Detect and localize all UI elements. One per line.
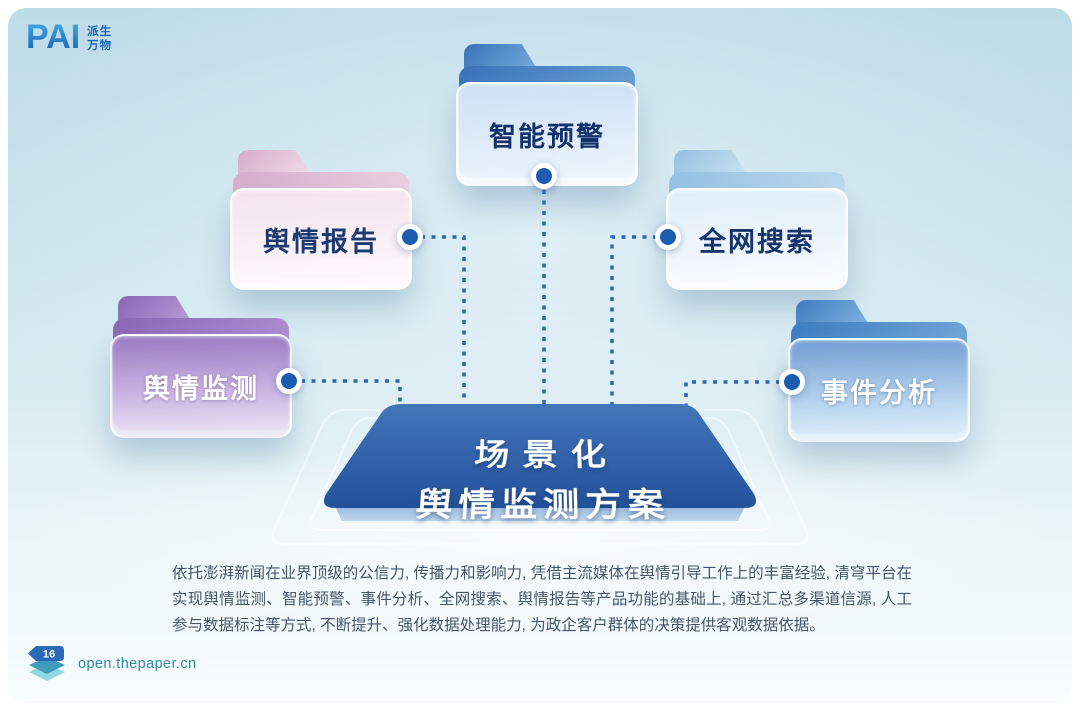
logo-tagline-top: 派生: [87, 26, 112, 39]
folder-opinion-report: 舆情报告: [230, 150, 412, 290]
folder-label: 舆情监测: [143, 367, 259, 406]
connector-dot-report: [397, 224, 423, 250]
folder-event-analysis: 事件分析: [788, 300, 970, 442]
connector-dot-warning: [531, 163, 557, 189]
folder-opinion-monitoring: 舆情监测: [110, 296, 292, 438]
logo-brand: PAI: [26, 18, 80, 57]
folder-label: 舆情报告: [263, 220, 379, 259]
footer-url: open.thepaper.cn: [78, 656, 196, 672]
folder-front: 舆情报告: [230, 188, 412, 290]
logo-tagline-bottom: 万物: [87, 40, 112, 53]
page-layers-icon: 16: [24, 643, 70, 685]
logo-tagline: 派生 万物: [87, 22, 112, 52]
folder-web-search: 全网搜索: [666, 150, 848, 290]
page-number: 16: [43, 649, 55, 661]
connector-dot-monitoring: [276, 368, 302, 394]
platform-title: 场景化 舆情监测方案: [408, 430, 672, 526]
folder-front: 全网搜索: [666, 188, 848, 290]
logo: PAI 派生 万物: [26, 18, 112, 57]
description-paragraph: 依托澎湃新闻在业界顶级的公信力, 传播力和影响力, 凭借主流媒体在舆情引导工作上…: [172, 561, 912, 639]
folder-front: 事件分析: [788, 338, 970, 442]
folder-label: 全网搜索: [699, 220, 815, 259]
platform-title-line2: 舆情监测方案: [408, 478, 672, 526]
folder-label: 事件分析: [821, 371, 937, 410]
connector-dot-search: [655, 224, 681, 250]
folder-label: 智能预警: [489, 115, 605, 154]
footer: 16 open.thepaper.cn: [24, 643, 196, 685]
folder-front: 舆情监测: [110, 334, 292, 438]
connector-dot-analysis: [779, 369, 805, 395]
platform-title-line1: 场景化: [413, 430, 666, 474]
